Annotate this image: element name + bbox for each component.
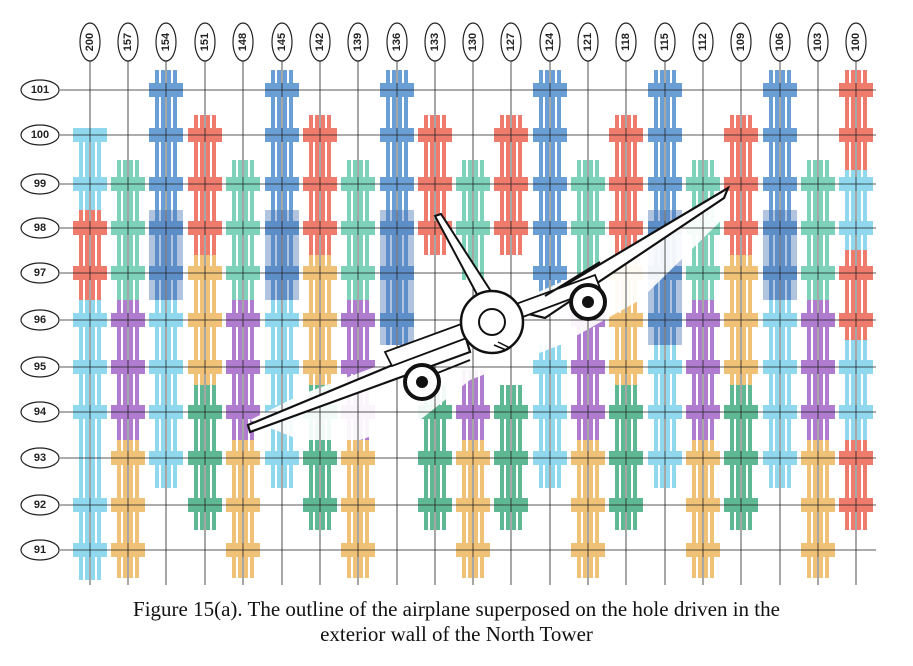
svg-text:97: 97	[34, 267, 46, 279]
wall-panel	[609, 385, 643, 530]
svg-text:142: 142	[314, 33, 326, 51]
svg-text:130: 130	[467, 33, 479, 51]
floor-label: 98	[20, 217, 60, 239]
svg-text:101: 101	[31, 84, 49, 96]
svg-text:112: 112	[697, 33, 709, 51]
svg-text:98: 98	[34, 222, 46, 234]
svg-text:91: 91	[34, 544, 46, 556]
column-label: 127	[500, 22, 522, 62]
svg-text:94: 94	[34, 406, 47, 418]
svg-text:133: 133	[429, 33, 441, 51]
column-label: 145	[271, 22, 293, 62]
svg-text:151: 151	[199, 33, 211, 51]
svg-text:99: 99	[34, 178, 46, 190]
wall-panel	[609, 115, 643, 255]
svg-text:103: 103	[812, 33, 824, 51]
svg-text:93: 93	[34, 452, 46, 464]
floor-label: 97	[20, 262, 60, 284]
floor-label: 94	[20, 401, 60, 423]
figure-caption: Figure 15(a). The outline of the airplan…	[0, 597, 913, 647]
right-engine	[569, 283, 607, 321]
caption-line-2: exterior wall of the North Tower	[320, 622, 593, 646]
svg-text:145: 145	[276, 33, 288, 51]
column-label: 124	[539, 22, 561, 62]
column-label: 106	[769, 22, 791, 62]
wall-panel	[839, 250, 873, 340]
floor-label: 96	[20, 309, 60, 331]
column-label: 136	[386, 22, 408, 62]
column-label: 109	[730, 22, 752, 62]
svg-text:121: 121	[582, 33, 594, 51]
svg-text:124: 124	[544, 32, 556, 51]
floor-label: 91	[20, 539, 60, 561]
svg-text:100: 100	[31, 129, 49, 141]
svg-text:139: 139	[352, 33, 364, 51]
left-wing	[246, 333, 472, 434]
column-labels: 200 157 154 151 148 145 142 139 136 133 130 127 124 1…	[79, 22, 867, 62]
svg-text:118: 118	[620, 33, 632, 51]
column-label: 121	[577, 22, 599, 62]
svg-text:115: 115	[659, 33, 671, 51]
svg-text:148: 148	[237, 33, 249, 51]
svg-text:200: 200	[84, 33, 96, 51]
airplane-outline	[246, 185, 731, 434]
svg-text:136: 136	[391, 33, 403, 51]
north-tower-wall-diagram: 200 157 154 151 148 145 142 139 136 133 130 127 124 1…	[20, 22, 876, 585]
wall-panel	[686, 300, 720, 440]
svg-text:100: 100	[850, 33, 862, 51]
wall-panel	[265, 70, 299, 300]
column-label: 139	[347, 22, 369, 62]
column-label: 118	[615, 22, 637, 62]
wall-panel	[341, 160, 375, 300]
svg-text:154: 154	[160, 32, 172, 51]
column-label: 100	[845, 22, 867, 62]
column-label: 133	[424, 22, 446, 62]
wall-panel	[149, 300, 183, 488]
caption-line-1: Figure 15(a). The outline of the airplan…	[133, 597, 780, 621]
svg-text:92: 92	[34, 499, 46, 511]
column-label: 200	[79, 22, 101, 62]
column-label: 115	[654, 22, 676, 62]
floor-label: 100	[20, 124, 60, 146]
floor-label: 93	[20, 447, 60, 469]
svg-text:157: 157	[122, 33, 134, 51]
column-label: 148	[232, 22, 254, 62]
svg-text:96: 96	[34, 314, 46, 326]
svg-text:127: 127	[505, 33, 517, 51]
floor-label: 101	[20, 79, 60, 101]
column-label: 112	[692, 22, 714, 62]
column-label: 142	[309, 22, 331, 62]
floor-labels: 101 100 99 98 97 96 95 94 93 92 91	[20, 79, 60, 561]
floor-label: 95	[20, 356, 60, 378]
column-label: 151	[194, 22, 216, 62]
left-engine	[403, 363, 441, 401]
svg-text:95: 95	[34, 361, 46, 373]
floor-label: 92	[20, 494, 60, 516]
wall-panel	[188, 385, 222, 530]
floor-label: 99	[20, 173, 60, 195]
wall-panel	[111, 160, 145, 300]
column-label: 103	[807, 22, 829, 62]
column-label: 157	[117, 22, 139, 62]
svg-text:106: 106	[774, 33, 786, 51]
svg-text:109: 109	[735, 33, 747, 51]
column-label: 130	[462, 22, 484, 62]
column-label: 154	[155, 22, 177, 62]
